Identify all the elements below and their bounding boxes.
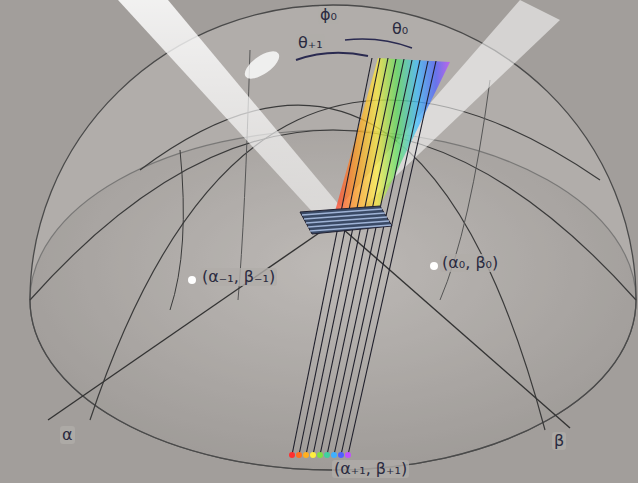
angle-label: θ₀ [390, 20, 410, 38]
axis-label: α [60, 426, 75, 444]
coordinate-label: (α₋₁, β₋₁) [200, 268, 277, 286]
angle-label: ϕ₀ [318, 6, 339, 24]
angle-label: θ₊₁ [296, 34, 325, 52]
axis-label: β [552, 432, 566, 450]
coordinate-label: (α₊₁, β₊₁) [332, 460, 409, 478]
coordinate-label: (α₀, β₀) [440, 254, 500, 272]
